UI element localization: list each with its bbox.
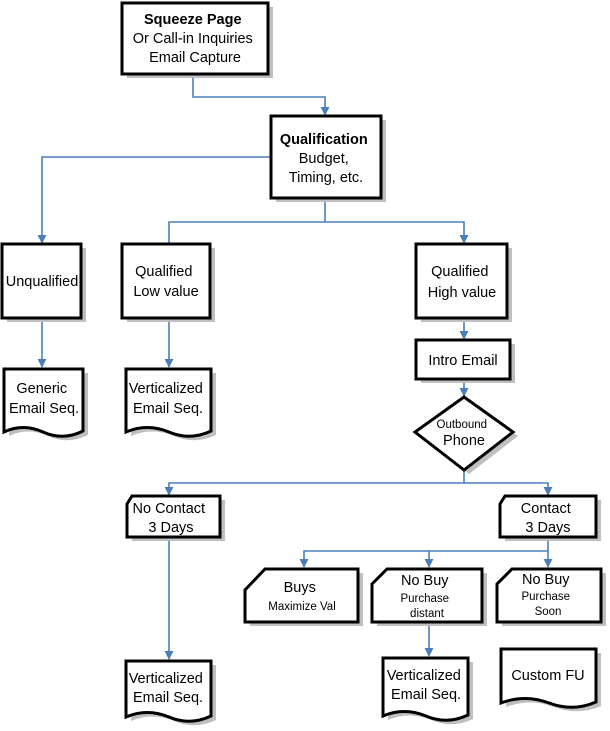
- node-no-buy-purchase-distant: No Buy Purchase distant: [370, 567, 487, 626]
- node-custom-fu: Custom FU: [499, 647, 601, 712]
- node-label: Contact 3 Days: [521, 500, 575, 536]
- node-label: Verticalized Email Seq.: [129, 380, 208, 417]
- node-contact-3-days: Contact 3 Days: [498, 494, 601, 541]
- node-label: Qualification Budget, Timing, etc.: [280, 131, 372, 186]
- node-label: No Buy Purchase distant: [400, 572, 453, 620]
- node-label: Custom FU: [511, 668, 584, 684]
- connector-split-to-qualified-low: [168, 221, 469, 244]
- node-no-buy-purchase-soon: No Buy Purchase Soon: [495, 567, 606, 626]
- node-label: Qualified Low value: [133, 263, 198, 300]
- connectors: [37, 75, 553, 660]
- node-verticalized-email-seq-distant: Verticalized Email Seq.: [381, 656, 473, 725]
- node-buys-maximize-val: Buys Maximize Val: [243, 567, 363, 626]
- node-label: Verticalized Email Seq.: [129, 670, 208, 706]
- node-label: Outbound Phone: [437, 415, 492, 449]
- node-intro-email: Intro Email: [414, 338, 515, 383]
- node-verticalized-email-seq-low: Verticalized Email Seq.: [124, 367, 216, 441]
- connector-phone-to-nocontact: [164, 482, 464, 496]
- connector-squeeze-to-qualification: [192, 75, 330, 116]
- node-verticalized-email-seq-nocontact: Verticalized Email Seq.: [124, 659, 216, 726]
- connector-qualification-to-unqualified: [37, 156, 270, 244]
- node-label: Intro Email: [428, 353, 497, 369]
- node-qualified-low-value: Qualified Low value: [120, 242, 215, 322]
- node-label: Buys Maximize Val: [268, 579, 336, 613]
- node-squeeze-page: Squeeze Page Or Call-in Inquiries Email …: [120, 1, 273, 78]
- node-unqualified: Unqualified: [0, 242, 86, 322]
- connector-contact-to-buys: [299, 550, 548, 568]
- node-label: No Contact 3 Days: [133, 500, 210, 536]
- node-label: No Buy Purchase Soon: [521, 571, 574, 618]
- connector-phone-to-contact: [464, 482, 553, 496]
- node-label: Unqualified: [6, 274, 79, 290]
- node-label: Qualified High value: [428, 263, 497, 301]
- node-label: Squeeze Page Or Call-in Inquiries Email …: [133, 11, 258, 66]
- node-label: Generic Email Seq.: [9, 380, 79, 417]
- node-generic-email-seq: Generic Email Seq.: [2, 367, 88, 441]
- node-qualification: Qualification Budget, Timing, etc.: [269, 114, 386, 202]
- node-qualified-high-value: Qualified High value: [414, 242, 512, 322]
- node-no-contact-3-days: No Contact 3 Days: [125, 494, 225, 541]
- node-outbound-phone: Outbound Phone: [412, 395, 518, 474]
- node-label: Verticalized Email Seq.: [387, 667, 466, 703]
